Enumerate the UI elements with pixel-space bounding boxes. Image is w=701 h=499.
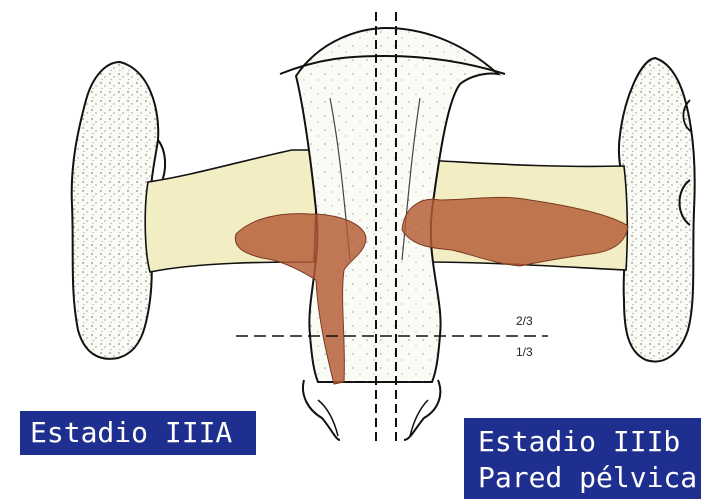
- stage-label-iiib: Estadio IIIb Pared pélvica: [464, 418, 701, 499]
- fraction-lower: 1/3: [516, 345, 533, 359]
- stage-label-iiia: Estadio IIIA: [20, 411, 256, 455]
- stage-label-iiib-line2: Pared pélvica: [478, 460, 701, 496]
- stage-label-iiib-line1: Estadio IIIb: [478, 424, 701, 460]
- stage-label-iiia-text: Estadio IIIA: [30, 416, 232, 449]
- right-pelvic-bone: [619, 58, 695, 362]
- fraction-upper: 2/3: [516, 314, 533, 328]
